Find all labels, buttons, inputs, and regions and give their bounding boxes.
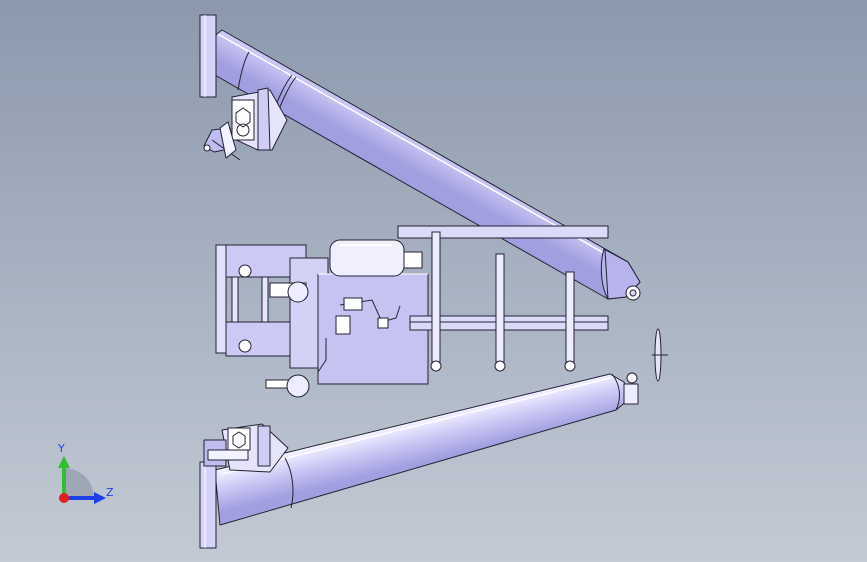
triad-graphic bbox=[58, 456, 106, 504]
upper-tube-nose-seam bbox=[604, 249, 609, 300]
upper-tube-eye-hole bbox=[629, 289, 637, 297]
z-axis-label: Z bbox=[106, 486, 114, 499]
motor-end-cap bbox=[403, 251, 423, 269]
frame-lower-pivot-disc bbox=[286, 374, 310, 398]
upper-hex-nut-icon bbox=[235, 107, 251, 128]
lower-tube-end-ring bbox=[611, 373, 620, 411]
control-relay bbox=[343, 297, 363, 311]
frame-left-column bbox=[215, 244, 227, 354]
center-frame-assembly[interactable] bbox=[215, 225, 609, 398]
frame-post-3 bbox=[565, 271, 575, 365]
lower-tube-clevis bbox=[623, 383, 639, 405]
upper-motor-cap bbox=[203, 144, 211, 152]
frame-top-rail bbox=[397, 225, 609, 239]
frame-post-foot-1 bbox=[430, 360, 442, 372]
upper-end-flange bbox=[199, 14, 217, 98]
x-axis-dot bbox=[59, 493, 69, 503]
frame-upper-pivot-disc bbox=[287, 281, 309, 303]
z-axis-arrow-head bbox=[94, 492, 106, 504]
lower-motor-bar bbox=[207, 449, 249, 461]
frame-post-foot-2 bbox=[494, 360, 506, 372]
frame-post-2 bbox=[495, 253, 505, 363]
triad-quadrant bbox=[64, 468, 94, 498]
lower-auger-arm[interactable] bbox=[199, 372, 639, 549]
y-axis-label: Y bbox=[58, 442, 65, 455]
frame-rod-right bbox=[261, 276, 269, 323]
loose-disc-part[interactable] bbox=[652, 328, 668, 382]
orientation-triad[interactable]: Y Z bbox=[44, 438, 124, 518]
frame-bolt-top bbox=[238, 264, 252, 278]
frame-bottom-rail bbox=[409, 315, 609, 331]
lower-end-flange bbox=[199, 461, 217, 549]
frame-rod-left bbox=[231, 276, 239, 323]
control-connector bbox=[377, 317, 389, 329]
frame-post-1 bbox=[431, 231, 441, 363]
lower-hex-nut-icon bbox=[232, 431, 246, 449]
lower-tube-pin bbox=[626, 372, 638, 384]
control-cable bbox=[317, 338, 327, 373]
lower-tube-ring-1 bbox=[284, 457, 294, 509]
upper-motor-blade bbox=[219, 121, 237, 159]
upper-bracket-side bbox=[257, 87, 271, 151]
upper-bolt-ring bbox=[236, 123, 250, 137]
lower-tube-highlight bbox=[221, 377, 611, 475]
frame-post-foot-3 bbox=[564, 360, 576, 372]
control-switch bbox=[335, 315, 351, 335]
y-axis-arrow-head bbox=[58, 456, 70, 468]
upper-tube-ring-1 bbox=[237, 51, 250, 91]
frame-bolt-bottom bbox=[238, 339, 252, 353]
lower-bracket-side bbox=[257, 425, 271, 467]
